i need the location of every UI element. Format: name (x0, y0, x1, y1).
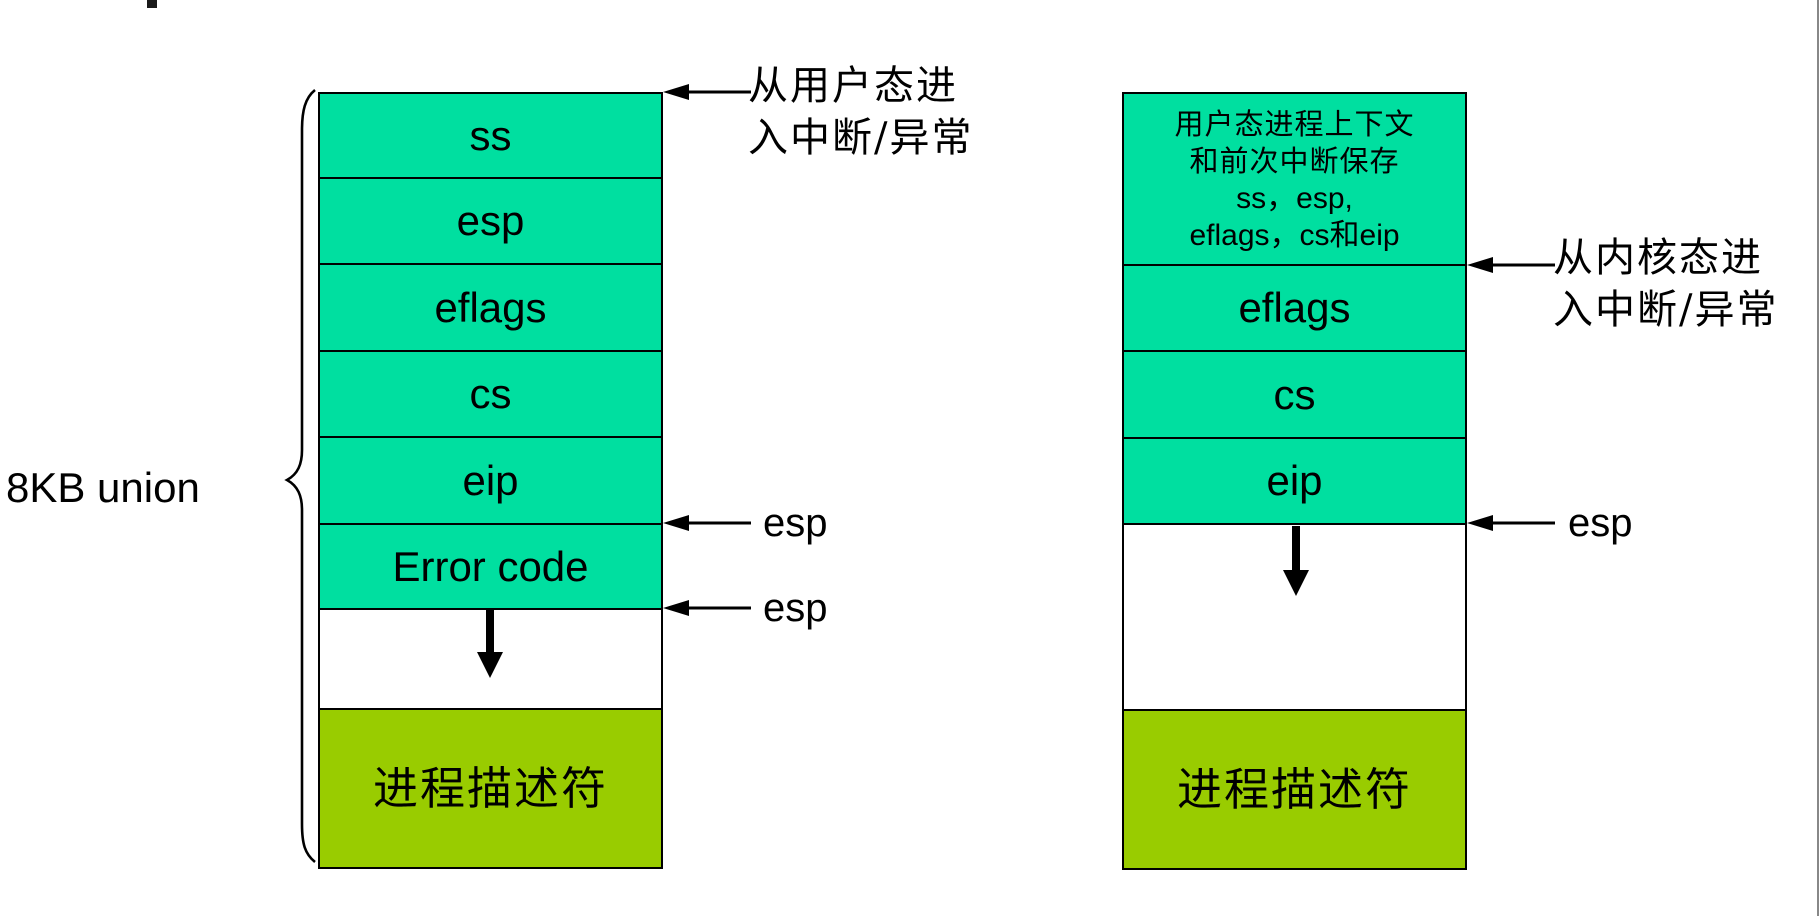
esp-pointer-label: esp (763, 501, 828, 545)
annotation-line: 入中断/异常 (748, 115, 974, 161)
esp-arrow-upper (663, 515, 751, 531)
cell-label: eflags (1238, 284, 1351, 331)
cell-label: ss (469, 111, 512, 159)
stack-growth-arrow (477, 610, 503, 678)
esp-pointer-label: esp (1568, 501, 1633, 545)
cell-label: cs (1273, 370, 1316, 418)
stack-cell-ss: ss (318, 92, 663, 179)
annotation-line: 入中断/异常 (1553, 287, 1779, 333)
esp-pointer-label: esp (763, 586, 828, 630)
cell-label: esp (456, 197, 525, 244)
8kb-union-label: 8KB union (6, 464, 200, 511)
annotation-line: 从内核态进 (1553, 235, 1763, 281)
annotation-line: 从用户态进 (748, 63, 958, 109)
cell-label: cs (469, 370, 512, 417)
stack-cell-process-descriptor: 进程描述符 (318, 708, 663, 869)
kernel-mode-kernel-stack: 用户态进程上下文 和前次中断保存 ss，esp, eflags，cs和eip e… (1122, 92, 1467, 870)
user-mode-entry-arrow (663, 84, 751, 100)
kernel-mode-entry-arrow (1467, 257, 1555, 273)
stack-growth-arrow (1283, 526, 1309, 596)
stack-cell-free-space (1122, 523, 1467, 711)
cell-label: 进程描述符 (1176, 763, 1412, 816)
saved-context-line: ss，esp, (1236, 182, 1353, 215)
stack-cell-process-descriptor: 进程描述符 (1122, 709, 1467, 870)
saved-context-line: eflags，cs和eip (1189, 219, 1400, 252)
cell-label: eip (462, 456, 519, 504)
stack-cell-eip: eip (318, 436, 663, 525)
stack-cell-cs: cs (318, 350, 663, 438)
stack-cell-esp: esp (318, 177, 663, 265)
cell-label: eip (1266, 457, 1323, 504)
stack-cell-eflags: eflags (318, 263, 663, 352)
left-brace (284, 88, 316, 864)
cell-label: Error code (392, 542, 589, 590)
stack-cell-eflags: eflags (1122, 264, 1467, 352)
saved-context-line: 和前次中断保存 (1189, 144, 1400, 178)
stack-cell-cs: cs (1122, 350, 1467, 439)
saved-context-line: 用户态进程上下文 (1174, 107, 1415, 141)
cell-label: eflags (434, 283, 547, 331)
kernel-mode-entry-annotation: 从内核态进 入中断/异常 (1553, 232, 1778, 336)
esp-arrow (1467, 515, 1555, 531)
user-mode-kernel-stack: ss esp eflags cs eip Error code 进程描述符 (318, 92, 663, 869)
cell-label: 进程描述符 (372, 762, 608, 815)
stack-cell-error-code: Error code (318, 523, 663, 610)
esp-arrow-lower (663, 600, 751, 616)
cropped-title-fragment (147, 0, 157, 8)
stack-cell-eip: eip (1122, 437, 1467, 525)
stack-cell-saved-context: 用户态进程上下文 和前次中断保存 ss，esp, eflags，cs和eip (1122, 92, 1467, 266)
page-right-border (1817, 0, 1819, 916)
user-mode-entry-annotation: 从用户态进 入中断/异常 (748, 60, 973, 164)
